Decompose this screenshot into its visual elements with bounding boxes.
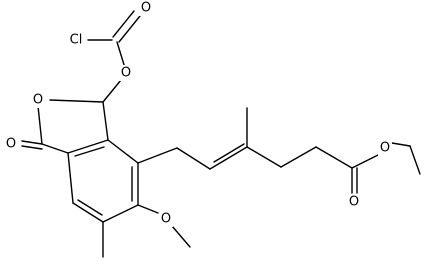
ester-ether-oxygen: O [378,140,392,156]
bond-c7-c7a [67,152,74,204]
bond-ch2-ch3 [409,145,421,175]
methoxy-oxygen-label: O [161,212,171,227]
bond-oether-ch2 [391,142,411,147]
bond-c4-ch2 [137,147,178,164]
bond-o-c3 [102,79,122,103]
bond-c3-c3a [102,101,109,141]
bond-c6-c7-inner [77,199,103,216]
ester-carbonyl-oxygen: O [347,194,361,210]
bond-c3a-c4 [107,139,139,164]
bond-c-o-link [116,41,126,69]
ester-ether-oxygen-label: O [380,141,390,156]
bond-c6-c7 [72,202,104,223]
bond-c-ch2-a [246,146,282,168]
bond-c7a-c3a [67,139,109,154]
bond-ch-c-double [209,146,248,170]
carbonyl-oxygen-top-label: O [141,1,151,16]
bond-c7a-c3a-inner [74,146,105,157]
atom-labels: Cl O O O O O O O [4,0,392,227]
bond-c5-c6 [102,204,139,223]
bond-ch-c-double-inner [213,143,245,163]
bond-oring-c1 [37,105,43,145]
ester-link-oxygen: O [119,65,133,81]
bond-c1-o-double-a [21,140,43,145]
chlorine-label: Cl [70,33,83,48]
carbonyl-oxygen-top: O [139,0,153,16]
bond-c1-o-double-b [21,145,43,150]
bond-co-oether [351,154,379,169]
bond-c-o-double-b [112,10,135,38]
ester-carbonyl-oxygen-label: O [349,195,359,210]
bond-c3-oring [49,99,104,103]
bond-lines [21,10,421,258]
bond-c5-omethoxy [137,204,159,214]
bond-c-o-double-a [118,15,141,43]
chlorine-atom: Cl [66,32,86,48]
bond-ch2-ch [176,147,211,170]
bond-omethoxy-ch3 [171,225,191,248]
methoxy-oxygen: O [159,211,173,227]
bond-ch2-b-co [315,146,353,169]
bond-ch2-a-ch2-b [280,146,317,168]
bond-c1-c7a [41,143,69,154]
ring-oxygen-label: O [33,93,43,108]
lactone-oxygen-label: O [6,137,16,152]
ring-oxygen: O [31,92,45,108]
ester-link-oxygen-label: O [121,66,131,81]
lactone-oxygen: O [4,136,18,152]
